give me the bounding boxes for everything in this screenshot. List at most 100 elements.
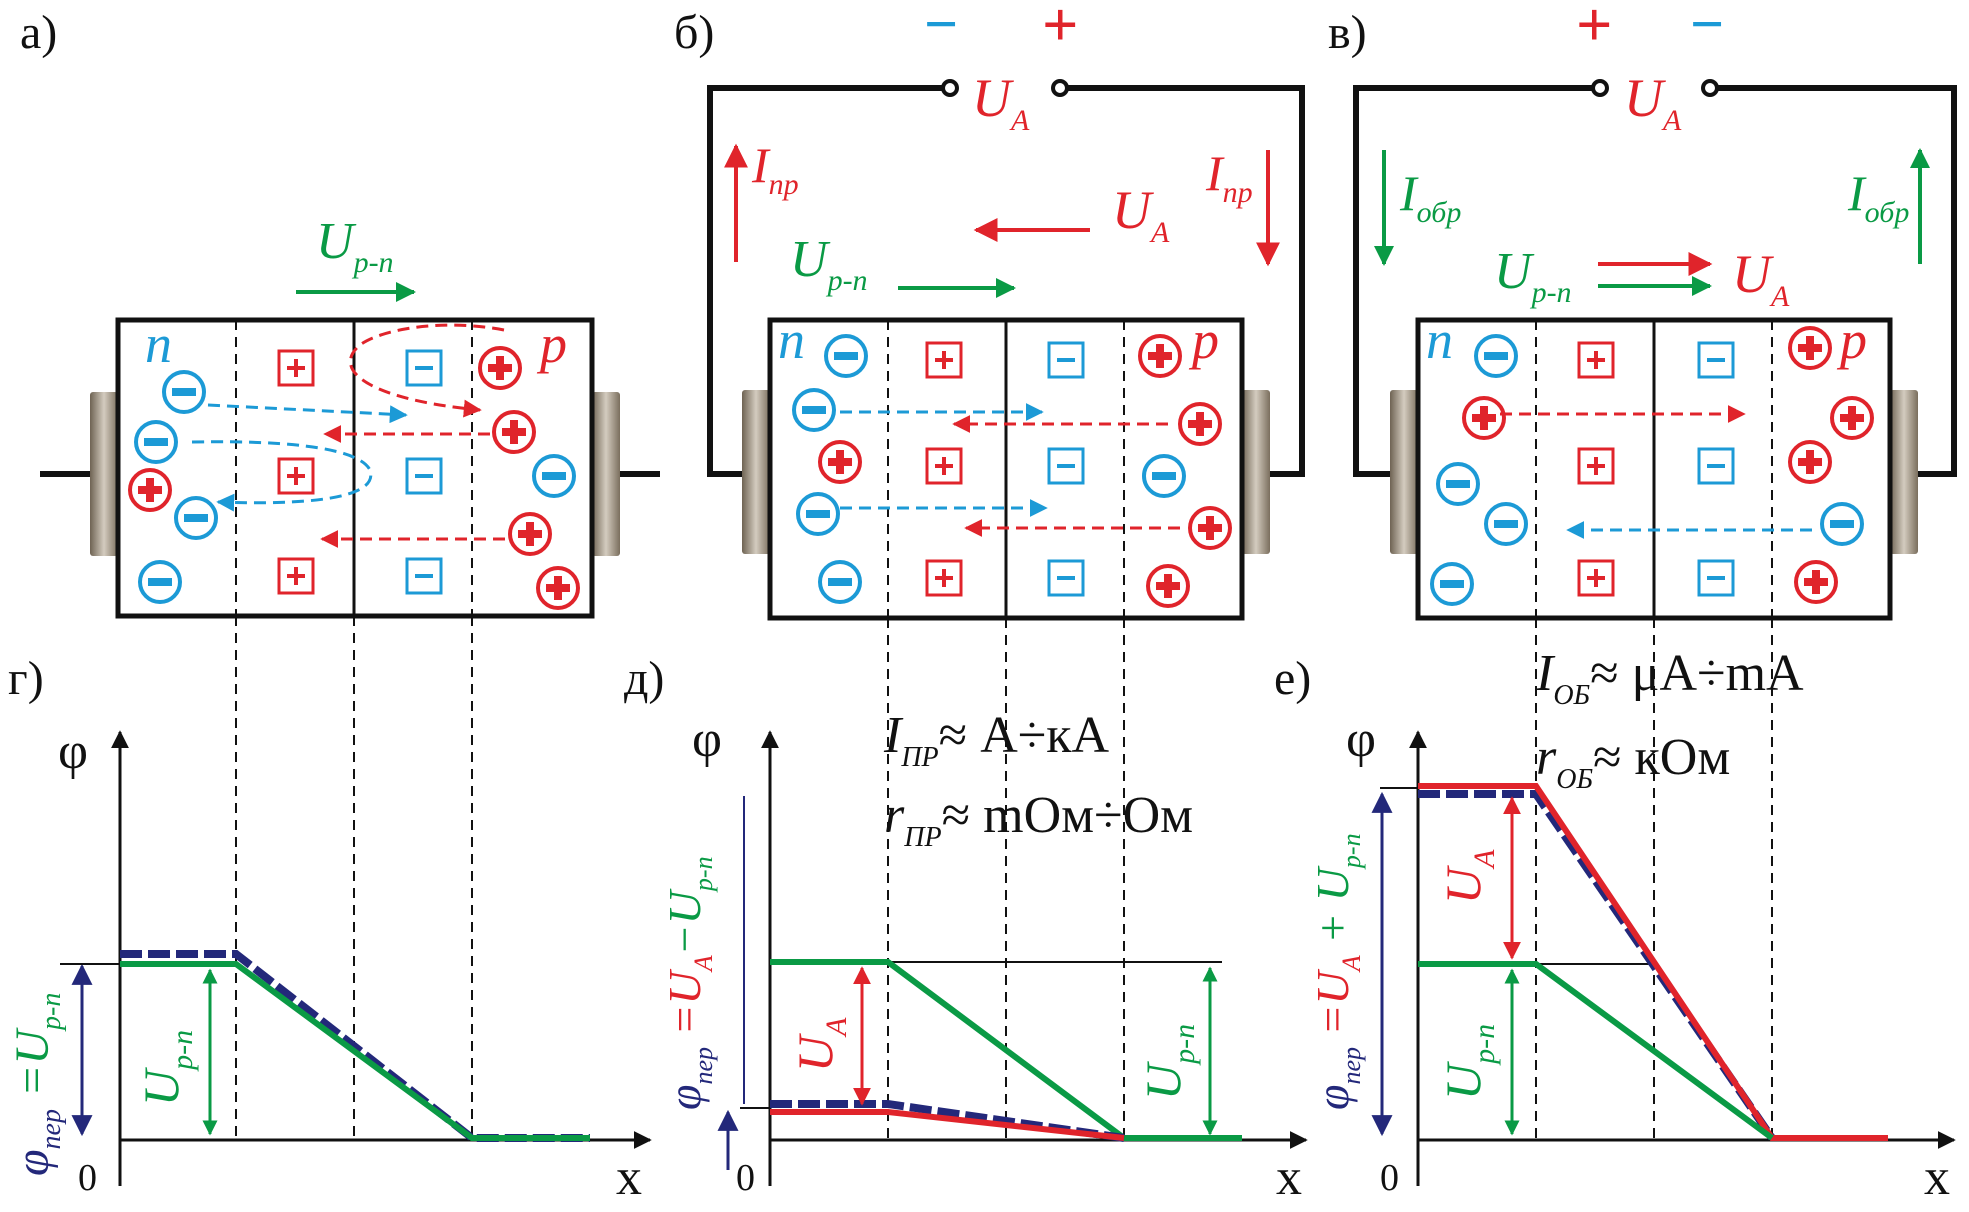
panel-b-terminal-left xyxy=(742,390,770,554)
graph-e-upn-label: Up-n xyxy=(1435,1024,1501,1100)
panel-b-wire-left xyxy=(707,85,948,477)
graph-d-red-curve xyxy=(770,1109,1125,1141)
electron-icon xyxy=(162,370,206,414)
electron-icon xyxy=(1820,502,1864,546)
graph-g-phi-label: φ xyxy=(58,723,88,780)
electron-icon xyxy=(532,454,576,498)
panel-c-label: в) xyxy=(1328,6,1367,59)
donor-ion-icon xyxy=(1577,559,1615,597)
hole-icon xyxy=(536,566,580,610)
donor-ion-icon xyxy=(925,559,963,597)
graph-d-upn-label: Up-n xyxy=(1135,1024,1201,1100)
hole-icon xyxy=(508,512,552,556)
graph-g: г) φ x 0 φпер =Up-n Up-n xyxy=(6,652,652,1206)
panel-a-label: а) xyxy=(20,6,57,59)
electron-icon xyxy=(174,496,218,540)
graph-e-ua-label: UA xyxy=(1435,849,1501,904)
panel-c-minus-sign: − xyxy=(1690,0,1724,57)
hole-icon xyxy=(478,346,522,390)
hole-icon xyxy=(128,468,172,512)
panel-b-terminal-plus[interactable] xyxy=(1051,79,1069,97)
graph-d-green-curve xyxy=(770,959,1242,1141)
acceptor-ion-icon xyxy=(1047,559,1085,597)
panel-a-carriers xyxy=(128,346,580,610)
panel-b-ua-field-label: UA xyxy=(1112,180,1170,249)
graph-g-x-label: x xyxy=(616,1149,642,1206)
electron-icon xyxy=(134,420,178,464)
electron-icon xyxy=(138,560,182,604)
electron-icon xyxy=(1436,462,1480,506)
panel-b-plus-sign: + xyxy=(1042,0,1078,60)
panel-a-electron-loop xyxy=(191,440,373,512)
graph-e-phi-vertical-label: φпер =UA + Up-n xyxy=(1307,833,1366,1110)
panel-c-terminal-plus[interactable] xyxy=(1591,79,1609,97)
graph-e-current-text: IОБ≈ μA÷mA xyxy=(1535,645,1804,711)
hole-icon xyxy=(1188,506,1232,550)
acceptor-ion-icon xyxy=(1697,341,1735,379)
graph-g-label: г) xyxy=(8,652,44,705)
graph-d-ua-label: UA xyxy=(787,1017,853,1072)
panel-b-n-label: n xyxy=(778,310,805,370)
electron-icon xyxy=(792,388,836,432)
panel-b-terminal-minus[interactable] xyxy=(941,79,959,97)
acceptor-ion-icon xyxy=(1047,341,1085,379)
electron-icon xyxy=(818,560,862,604)
electron-icon xyxy=(1474,334,1518,378)
panel-c-wire-right xyxy=(1712,85,1957,477)
graph-d-phi-vertical-label: φпер =UA−Up-n xyxy=(659,856,718,1110)
hole-icon xyxy=(492,410,536,454)
graph-d-label: д) xyxy=(624,652,664,705)
donor-ion-icon xyxy=(277,349,315,387)
panel-b-wire-right xyxy=(1062,85,1305,477)
graph-e-zero-label: 0 xyxy=(1380,1157,1399,1199)
electron-icon xyxy=(1142,454,1186,498)
donor-ion-icon xyxy=(277,457,315,495)
donor-ion-icon xyxy=(277,557,315,595)
acceptor-ion-icon xyxy=(1697,447,1735,485)
electron-icon xyxy=(824,334,868,378)
panel-c: в) + − UA Iобр Iобр Up-n UA n p xyxy=(1328,0,1957,621)
hole-icon xyxy=(1794,560,1838,604)
graph-g-navy-curve xyxy=(120,950,590,1142)
panel-a-n-label: n xyxy=(145,314,172,374)
panel-c-current-label-right: Iобр xyxy=(1847,165,1909,229)
panel-c-terminal-minus[interactable] xyxy=(1701,79,1719,97)
panel-c-upn-label: Up-n xyxy=(1494,243,1572,309)
graph-d-resistance-text: rПР≈ mОм÷Ом xyxy=(884,787,1193,853)
graph-g-green-curve xyxy=(120,961,590,1141)
graph-e-red-curve xyxy=(1418,783,1888,1141)
graph-g-zero-label: 0 xyxy=(78,1157,97,1199)
hole-icon xyxy=(1462,396,1506,440)
panel-a: а) Up-n n p xyxy=(20,6,660,619)
panel-a-p-label: p xyxy=(536,314,567,374)
graph-g-phi-vertical-label: φпер =Up-n xyxy=(6,993,67,1176)
acceptor-ion-icon xyxy=(405,457,443,495)
panel-c-plus-sign: + xyxy=(1576,0,1612,60)
acceptor-ion-icon xyxy=(405,349,443,387)
panel-b-current-label-right: Iпр xyxy=(1205,145,1253,209)
hole-icon xyxy=(1830,396,1874,440)
panel-b-carriers xyxy=(792,334,1232,608)
panel-a-electron-path-1 xyxy=(207,403,408,424)
electron-icon xyxy=(796,492,840,536)
acceptor-ion-icon xyxy=(405,557,443,595)
graph-e-label: е) xyxy=(1274,652,1311,705)
panel-c-terminal-left xyxy=(1390,390,1418,554)
acceptor-ion-icon xyxy=(1697,559,1735,597)
graph-d-navy-curve xyxy=(770,1100,1125,1142)
hole-icon xyxy=(818,440,862,484)
panel-b-upn-label: Up-n xyxy=(790,231,868,297)
panel-c-current-label-left: Iобр xyxy=(1399,165,1461,229)
acceptor-ion-icon xyxy=(1047,447,1085,485)
panel-c-ua-field-label: UA xyxy=(1732,244,1790,313)
graph-e-resistance-text: rОБ≈ кОм xyxy=(1536,729,1730,795)
panel-c-ua-label: UA xyxy=(1624,68,1682,137)
electron-icon xyxy=(1484,502,1528,546)
hole-icon xyxy=(1788,326,1832,370)
panel-b-current-label-left: Iпр xyxy=(751,137,799,201)
hole-icon xyxy=(1788,440,1832,484)
graph-d-x-label: x xyxy=(1276,1149,1302,1206)
panel-a-upn-label: Up-n xyxy=(316,213,394,279)
panel-c-p-label: p xyxy=(1836,310,1867,370)
